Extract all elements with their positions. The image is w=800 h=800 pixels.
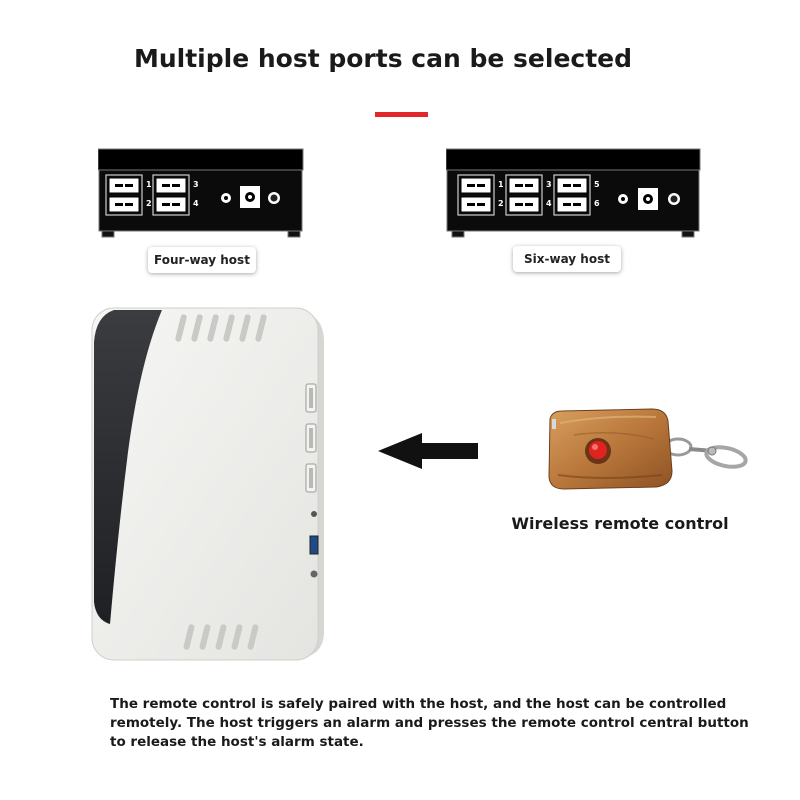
port-number: 3 bbox=[193, 180, 199, 189]
remote-caption: Wireless remote control bbox=[511, 514, 729, 533]
port-number: 5 bbox=[594, 180, 600, 189]
four-way-host-label: Four-way host bbox=[148, 247, 256, 273]
port-number: 2 bbox=[498, 199, 504, 208]
six-way-host-illustration: 1 2 3 4 5 6 bbox=[446, 148, 702, 240]
six-way-host-label: Six-way host bbox=[513, 246, 621, 272]
port-number: 4 bbox=[193, 199, 199, 208]
port-number: 4 bbox=[546, 199, 552, 208]
title-underline bbox=[375, 112, 428, 117]
alarm-host-device bbox=[88, 302, 328, 676]
arrow-left-icon bbox=[376, 432, 480, 474]
port-number: 2 bbox=[146, 199, 152, 208]
four-way-host-illustration: 1 2 3 4 bbox=[98, 148, 304, 240]
port-number: 1 bbox=[146, 180, 152, 189]
description-text: The remote control is safely paired with… bbox=[110, 696, 749, 750]
page-title: Multiple host ports can be selected bbox=[133, 44, 633, 73]
port-number: 3 bbox=[546, 180, 552, 189]
port-number: 1 bbox=[498, 180, 504, 189]
port-number: 6 bbox=[594, 199, 600, 208]
key-fob-remote-icon bbox=[544, 405, 754, 499]
